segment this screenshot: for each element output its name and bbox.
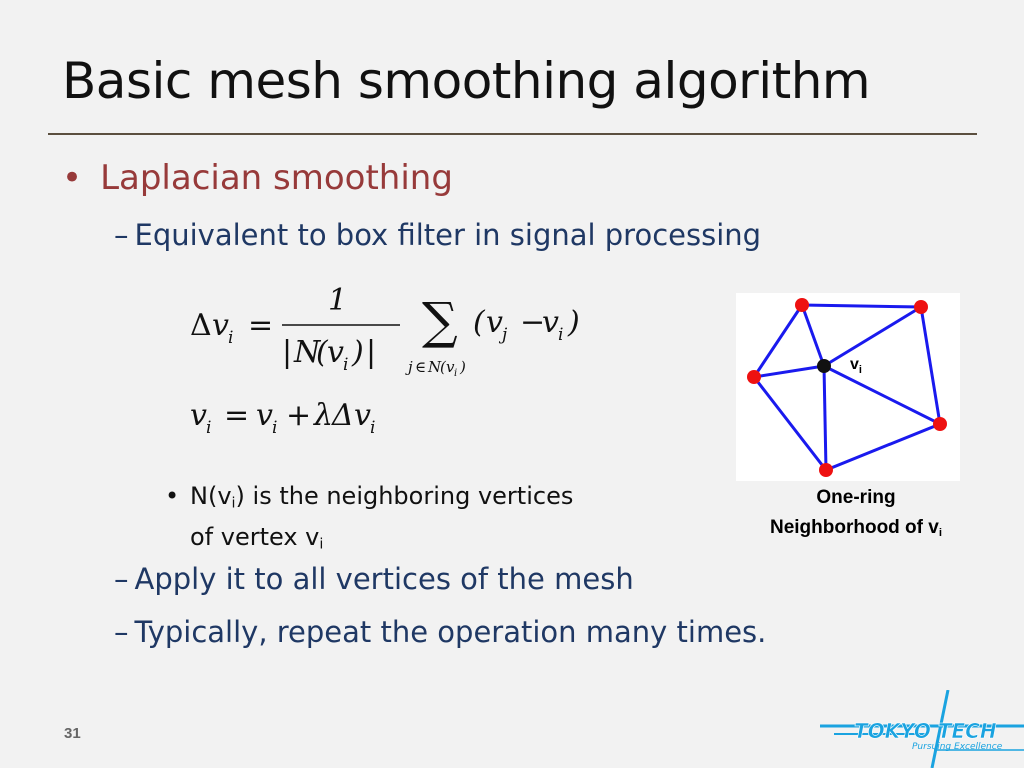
svg-text:|: | xyxy=(366,335,376,370)
svg-text:v: v xyxy=(327,335,344,370)
neighbor-vertex xyxy=(747,370,761,384)
svg-text:∑: ∑ xyxy=(422,292,458,350)
sub-bullet-box-filter: –Equivalent to box filter in signal proc… xyxy=(114,218,761,252)
svg-text:(: ( xyxy=(440,358,447,376)
dash-marker: – xyxy=(114,615,129,649)
sub-bullet-text: Typically, repeat the operation many tim… xyxy=(134,615,767,649)
svg-text:=: = xyxy=(224,398,249,433)
tokyo-tech-logo: TOKYO TECH Pursuing Excellence xyxy=(820,690,1024,768)
svg-text:i: i xyxy=(228,328,233,348)
neighbor-note: • N(vi) is the neighboring vertices of v… xyxy=(165,480,573,561)
mesh-diagram: vi xyxy=(747,298,947,477)
svg-text:): ) xyxy=(567,305,580,340)
one-ring-figure: vi xyxy=(736,293,960,481)
svg-text:Δ: Δ xyxy=(190,308,212,343)
mesh-edges xyxy=(752,303,942,472)
svg-text:i: i xyxy=(343,355,348,375)
neighbor-vertex xyxy=(819,463,833,477)
center-vertex xyxy=(817,359,831,373)
svg-text:=: = xyxy=(248,308,273,343)
neighbor-vertices xyxy=(747,298,947,477)
svg-text:v: v xyxy=(486,305,503,340)
svg-text:v: v xyxy=(354,398,371,433)
center-vertex-label: vi xyxy=(850,356,862,376)
svg-text:j: j xyxy=(405,358,413,376)
svg-text:i: i xyxy=(206,418,211,438)
svg-text:(: ( xyxy=(316,335,329,370)
svg-text:+: + xyxy=(286,398,311,433)
svg-text:(: ( xyxy=(473,305,486,340)
caption-line1: One-ring xyxy=(816,487,896,508)
main-bullet: • Laplacian smoothing xyxy=(62,158,453,198)
svg-text:i: i xyxy=(454,368,457,379)
svg-text:−: − xyxy=(520,305,545,340)
main-bullet-text: Laplacian smoothing xyxy=(100,158,453,198)
page-number: 31 xyxy=(64,725,81,742)
svg-text:): ) xyxy=(351,335,364,370)
sub-bullet-text: Apply it to all vertices of the mesh xyxy=(134,562,634,596)
caption-line2: Neighborhood of vi xyxy=(769,517,943,539)
svg-text:i: i xyxy=(272,418,277,438)
svg-text:v: v xyxy=(542,305,559,340)
title-divider xyxy=(48,133,977,135)
svg-text:v: v xyxy=(446,358,455,376)
figure-caption: One-ring Neighborhood of vi xyxy=(736,483,976,548)
neighbor-vertex xyxy=(914,300,928,314)
bullet-dot: • xyxy=(62,158,83,198)
slide-title: Basic mesh smoothing algorithm xyxy=(62,52,871,110)
svg-text:1: 1 xyxy=(328,283,347,318)
svg-text:λ: λ xyxy=(313,398,333,433)
svg-text:j: j xyxy=(498,325,508,345)
sub-bullet-apply: –Apply it to all vertices of the mesh xyxy=(114,562,634,596)
dash-marker: – xyxy=(114,218,129,252)
neighbor-vertex xyxy=(933,417,947,431)
svg-text:v: v xyxy=(256,398,273,433)
svg-text:N: N xyxy=(293,335,322,370)
neighbor-note-line2: of vertex vi xyxy=(190,522,324,553)
svg-text:): ) xyxy=(459,358,466,376)
laplacian-equations: Δ v i = 1 | N ( v i ) | ∑ j ∈ N ( v i ) … xyxy=(190,283,580,438)
svg-text:i: i xyxy=(558,325,563,345)
neighbor-vertex xyxy=(795,298,809,312)
sub-bullet-repeat: –Typically, repeat the operation many ti… xyxy=(114,615,766,649)
logo-tagline: Pursuing Excellence xyxy=(912,742,1003,752)
logo-wordmark: TOKYO TECH xyxy=(854,719,997,743)
neighbor-note-line1: N(vi) is the neighboring vertices xyxy=(190,482,574,512)
svg-text:∈: ∈ xyxy=(415,358,426,376)
dash-marker: – xyxy=(114,562,129,596)
svg-text:Δ: Δ xyxy=(331,398,354,433)
svg-text:v: v xyxy=(190,398,207,433)
svg-text:i: i xyxy=(370,418,375,438)
sub-bullet-text: Equivalent to box filter in signal proce… xyxy=(134,218,762,252)
svg-text:v: v xyxy=(212,308,229,343)
svg-text:|: | xyxy=(282,335,292,370)
small-bullet-dot: • xyxy=(165,482,180,510)
svg-text:N: N xyxy=(427,358,442,376)
